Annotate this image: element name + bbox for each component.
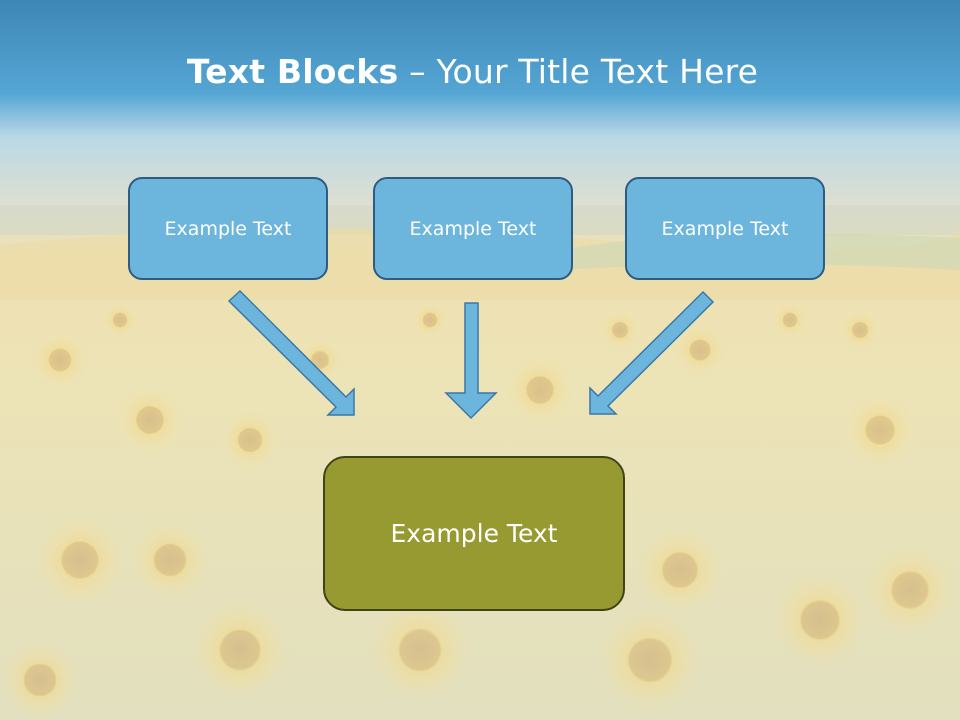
title-bold: Text Blocks bbox=[186, 52, 399, 91]
title-separator: – bbox=[398, 52, 437, 91]
text-block-3[interactable]: Example Text bbox=[625, 177, 825, 280]
text-block-1[interactable]: Example Text bbox=[128, 177, 328, 280]
arrow-left bbox=[227, 289, 355, 416]
arrow-middle bbox=[444, 302, 498, 420]
slide-title: Text Blocks – Your Title Text Here bbox=[0, 52, 945, 91]
title-rest: Your Title Text Here bbox=[436, 52, 759, 91]
text-block-2[interactable]: Example Text bbox=[373, 177, 573, 280]
arrow-right bbox=[589, 290, 715, 415]
result-block[interactable]: Example Text bbox=[323, 456, 625, 611]
